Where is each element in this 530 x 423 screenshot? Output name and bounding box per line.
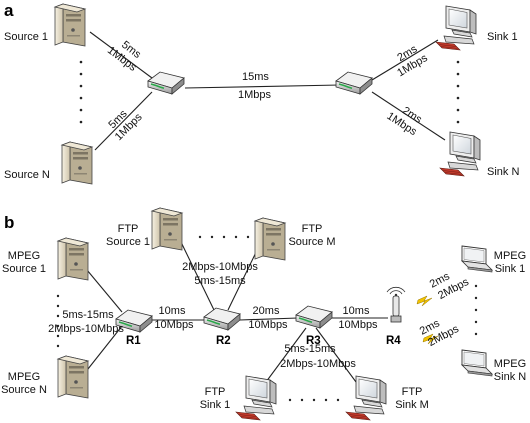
r3-r4-delay: 10ms: [343, 305, 370, 317]
r1-r2-delay: 10ms: [159, 305, 186, 317]
router-left-icon: [147, 71, 185, 95]
link-mpeg-srcn-r1: [83, 325, 123, 375]
link-r3-ftp-sinkm: [315, 327, 357, 383]
mpeg-sources-ellipsis: [56, 294, 60, 348]
ftp-source-1-label-line2: Source 1: [106, 236, 150, 248]
access-point-r4-icon: [386, 286, 406, 323]
panel-a-label: a: [4, 1, 14, 20]
r1-r2-bandwidth: 10Mbps: [154, 319, 194, 331]
mpeg-sinks-ellipsis: [474, 284, 478, 336]
mpeg-sink-1-laptop-icon: [461, 245, 493, 273]
source-n-label: Source N: [4, 169, 50, 181]
ftp-sources-ellipsis: [198, 235, 250, 239]
ftp-sink-m-pc-icon: [345, 375, 387, 421]
mpeg-sink-n-label-line1: MPEG: [494, 358, 526, 370]
link-core: [184, 84, 341, 89]
link-sourcen-router: [94, 91, 153, 151]
link-core-delay: 15ms: [242, 71, 269, 83]
link-router-sink1: [371, 39, 439, 81]
source-n-server-icon: [61, 141, 93, 185]
ftp-sink-1-pc-icon: [235, 375, 277, 421]
link-r3-ftp-sink1: [265, 327, 307, 383]
ftp-sink-1-label-line1: FTP: [205, 386, 226, 398]
r2-r3-bandwidth: 10Mbps: [248, 319, 288, 331]
mpeg-source-1-label-line1: MPEG: [8, 250, 40, 262]
ftp-source-m-label-line1: FTP: [302, 223, 323, 235]
mpeg-sink-1-label-line1: MPEG: [494, 250, 526, 262]
router-right-icon: [335, 71, 373, 95]
sources-ellipsis: [79, 60, 83, 124]
sinks-ellipsis: [456, 60, 460, 124]
mpeg-source-1-label-line2: Source 1: [2, 263, 46, 275]
link-source1-router: [89, 31, 153, 79]
access-point-r4-label: R4: [386, 335, 401, 347]
ftp-source-1-label-line1: FTP: [118, 223, 139, 235]
ftp-sink-delay: 5ms-15ms: [284, 343, 336, 355]
router-r3-label: R3: [306, 335, 321, 347]
r3-r4-bandwidth: 10Mbps: [338, 319, 378, 331]
mpeg-source-n-label-line1: MPEG: [8, 371, 40, 383]
ftp-source-m-label-line2: Source M: [288, 236, 335, 248]
link-ftp-src1-r2: [179, 239, 215, 311]
router-r2-icon: [203, 307, 241, 331]
mpeg-sink-1-label-line2: Sink 1: [495, 263, 526, 275]
r2-r3-delay: 20ms: [253, 305, 280, 317]
ftp-sinks-ellipsis: [288, 398, 340, 402]
sink-n-label: Sink N: [487, 166, 519, 178]
ftp-source-m-server-icon: [254, 217, 286, 261]
router-r2-label: R2: [216, 335, 231, 347]
panel-b-label: b: [4, 213, 14, 232]
link-r2-r3: [239, 317, 299, 321]
ftp-src-bandwidth: 2Mbps-10Mbps: [182, 261, 258, 273]
link-router-sinkn: [371, 91, 446, 141]
router-r1-label: R1: [126, 335, 141, 347]
link-mpeg-src1-r1: [81, 263, 123, 313]
source-1-label: Source 1: [4, 31, 48, 43]
wireless-link-1-lightning-icon: [416, 295, 433, 307]
sink-n-pc-icon: [439, 131, 481, 177]
mpeg-source-n-label-line2: Source N: [1, 384, 47, 396]
mpeg-source-1-server-icon: [57, 237, 89, 281]
mpeg-sink-n-laptop-icon: [461, 349, 493, 377]
mpeg-sink-n-label-line2: Sink N: [494, 371, 526, 383]
ftp-sink-m-label-line1: FTP: [402, 386, 423, 398]
sink-1-pc-icon: [435, 5, 477, 51]
ftp-sink-m-label-line2: Sink M: [395, 399, 429, 411]
sink-1-label: Sink 1: [487, 31, 518, 43]
ftp-source-1-server-icon: [151, 207, 183, 251]
link-core-bandwidth: 1Mbps: [238, 89, 272, 101]
ftp-src-delay: 5ms-15ms: [194, 275, 246, 287]
router-r3-icon: [295, 305, 333, 329]
mpeg-source-n-server-icon: [57, 355, 89, 399]
mpeg-src-bandwidth: 2Mbps-10Mbps: [48, 323, 124, 335]
ftp-sink-bandwidth: 2Mbps-10Mbps: [280, 358, 356, 370]
ftp-sink-1-label-line2: Sink 1: [200, 399, 231, 411]
mpeg-src-delay: 5ms-15ms: [62, 309, 114, 321]
source-1-server-icon: [54, 3, 86, 47]
